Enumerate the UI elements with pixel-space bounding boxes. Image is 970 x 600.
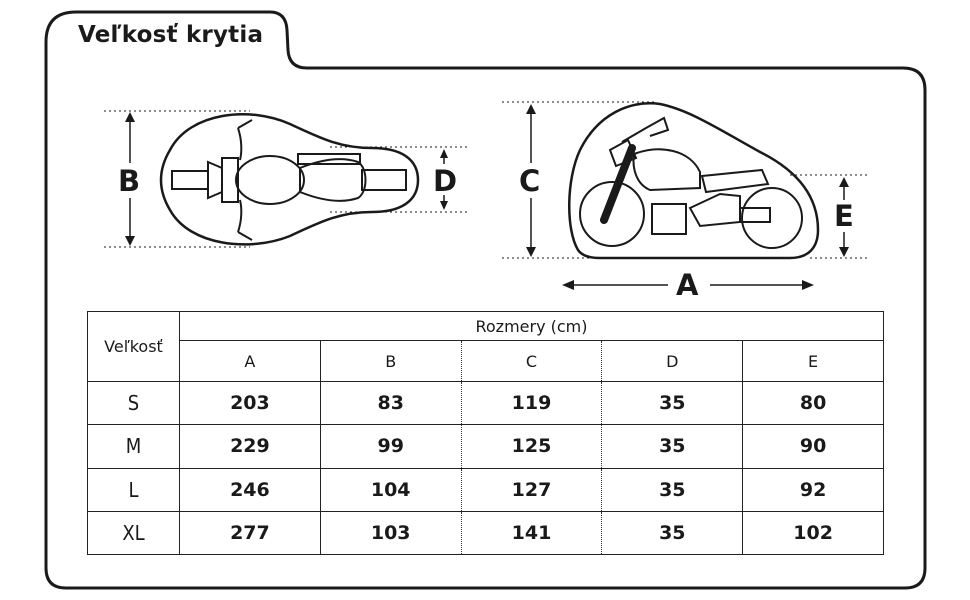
- value-cell: 246: [179, 467, 321, 512]
- column-header-a: A: [179, 340, 321, 382]
- value-cell: 35: [601, 380, 744, 426]
- dimension-label-c: C: [519, 164, 541, 198]
- size-cell: L: [87, 467, 180, 512]
- value-cell: 141: [460, 510, 603, 556]
- size-cell: XL: [87, 510, 180, 556]
- value-cell: 125: [460, 424, 603, 469]
- page-title: Veľkosť krytia: [78, 22, 264, 48]
- value-cell: 229: [179, 424, 321, 469]
- value-cell: 104: [319, 467, 462, 512]
- table-row: L 246 104 127 35 92: [87, 467, 884, 512]
- table-row: XL 277 103 141 35 102: [87, 510, 884, 556]
- column-header-e: E: [742, 340, 884, 382]
- size-column-header: Veľkosť: [87, 311, 180, 382]
- value-cell: 277: [179, 510, 321, 556]
- value-cell: 35: [601, 467, 744, 512]
- table-row: S 203 83 119 35 80: [87, 380, 884, 426]
- value-cell: 35: [601, 424, 744, 469]
- value-cell: 80: [742, 380, 884, 426]
- value-cell: 83: [319, 380, 462, 426]
- size-cell: S: [87, 380, 180, 426]
- dimension-label-d: D: [433, 164, 458, 198]
- size-cell: M: [87, 424, 180, 469]
- value-cell: 35: [601, 510, 744, 556]
- value-cell: 99: [319, 424, 462, 469]
- dimension-label-e: E: [834, 199, 854, 233]
- value-cell: 92: [742, 467, 884, 512]
- motorcycle-top-view-diagram: [104, 110, 470, 248]
- dimensions-group-header: Rozmery (cm): [179, 311, 884, 341]
- motorcycle-side-view-diagram: [502, 101, 868, 290]
- dimension-label-b: B: [118, 164, 141, 198]
- column-header-c: C: [460, 340, 603, 382]
- value-cell: 127: [460, 467, 603, 512]
- column-header-b: B: [319, 340, 462, 382]
- value-cell: 103: [319, 510, 462, 556]
- column-header-d: D: [601, 340, 744, 382]
- value-cell: 203: [179, 380, 321, 426]
- size-chart-table: Veľkosť Rozmery (cm) A B C D E S 203 83 …: [87, 311, 884, 556]
- table-row: M 229 99 125 35 90: [87, 424, 884, 469]
- value-cell: 90: [742, 424, 884, 469]
- value-cell: 119: [460, 380, 603, 426]
- value-cell: 102: [742, 510, 884, 556]
- dimension-label-a: A: [676, 268, 699, 302]
